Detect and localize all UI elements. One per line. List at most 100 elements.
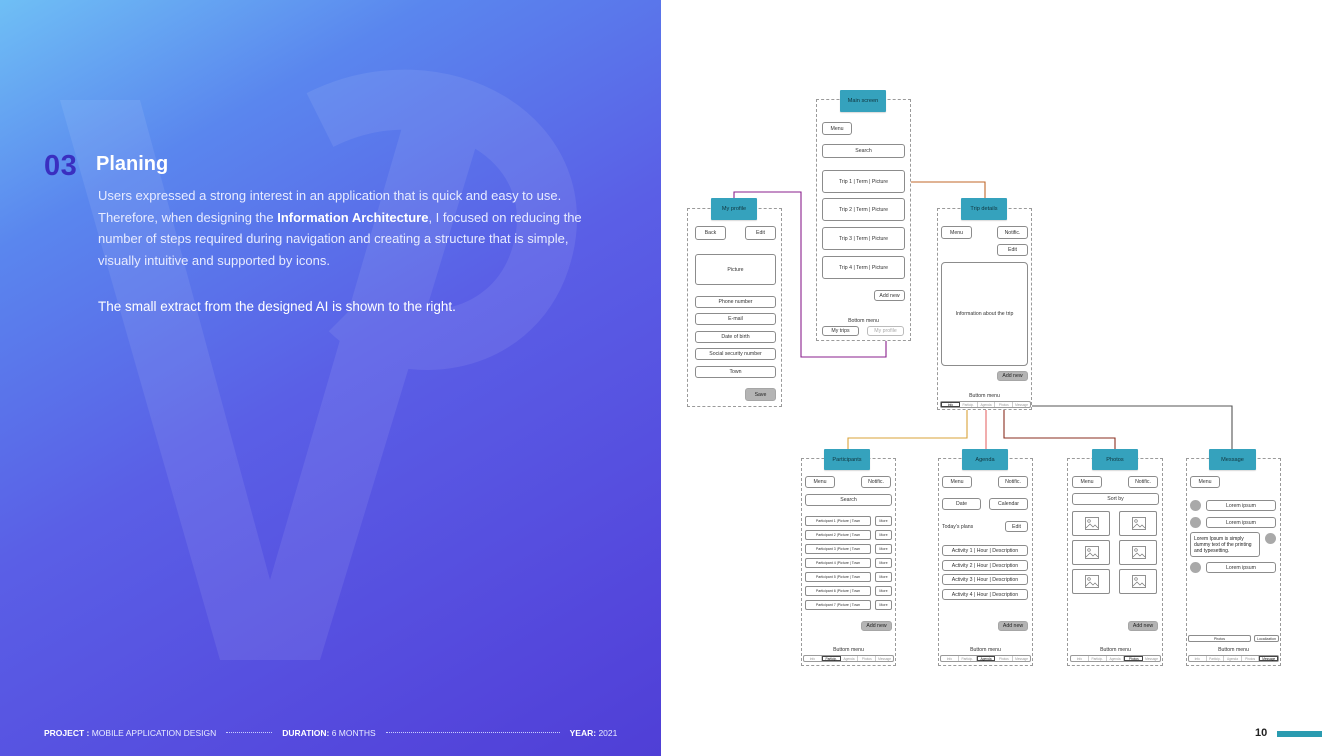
tab-photos[interactable]: Photos [1242, 656, 1260, 661]
email-field[interactable]: E-mail [695, 313, 776, 325]
edit-button[interactable]: Edit [745, 226, 776, 240]
tab-participants[interactable]: Particip. [960, 402, 978, 407]
profile-picture[interactable]: Picture [695, 254, 776, 285]
photo-thumbnail[interactable] [1119, 540, 1157, 565]
participant-row[interactable]: Participant 4 |Picture | Town [805, 558, 871, 568]
activity-row[interactable]: Activity 4 | Hour | Description [942, 589, 1028, 600]
ssn-field[interactable]: Social security number [695, 348, 776, 360]
tab-info[interactable]: Info [941, 656, 959, 661]
photo-thumbnail[interactable] [1119, 511, 1157, 536]
participant-row[interactable]: Participant 5 |Picture | Town [805, 572, 871, 582]
activity-row[interactable]: Activity 1 | Hour | Description [942, 545, 1028, 556]
tab-participants[interactable]: Particip. [821, 656, 841, 661]
bottom-menu-label: Buttom menu [1100, 647, 1131, 653]
tab-photos[interactable]: Photos [1124, 656, 1144, 661]
more-button[interactable]: More [875, 572, 892, 582]
bottom-menu-label: Buttom menu [1218, 647, 1249, 653]
more-button[interactable]: More [875, 516, 892, 526]
edit-button[interactable]: Edit [997, 244, 1028, 256]
tab-info[interactable]: Info [804, 656, 822, 661]
menu-button[interactable]: Menu [942, 476, 972, 488]
calendar-button[interactable]: Calendar [989, 498, 1028, 510]
tab-agenda[interactable]: Agenda [976, 656, 996, 661]
menu-button[interactable]: Menu [805, 476, 835, 488]
trip-item[interactable]: Trip 4 | Term | Picture [822, 256, 905, 279]
birth-date-field[interactable]: Date of birth [695, 331, 776, 343]
participant-row[interactable]: Participant 1 |Picture | Town [805, 516, 871, 526]
trip-item[interactable]: Trip 1 | Term | Picture [822, 170, 905, 193]
more-button[interactable]: More [875, 586, 892, 596]
main-screen-header[interactable]: Main screen [840, 90, 886, 112]
notifications-button[interactable]: Notific. [997, 226, 1028, 239]
tab-agenda[interactable]: Agenda [1224, 656, 1242, 661]
trip-details-header[interactable]: Trip details [961, 198, 1007, 220]
photos-attach-button[interactable]: Photos [1188, 635, 1251, 642]
town-field[interactable]: Town [695, 366, 776, 378]
tab-info[interactable]: Info [1189, 656, 1207, 661]
photo-thumbnail[interactable] [1072, 569, 1110, 594]
message-bubble: Lorem ipsum [1206, 562, 1276, 573]
notifications-button[interactable]: Notific. [1128, 476, 1158, 488]
add-new-button[interactable]: Add new [874, 290, 905, 301]
tab-agenda[interactable]: Agenda [978, 402, 996, 407]
photos-header[interactable]: Photos [1092, 449, 1138, 470]
participants-header[interactable]: Participants [824, 449, 870, 470]
search-input[interactable]: Search [822, 144, 905, 158]
my-profile-tab[interactable]: My profile [867, 326, 904, 336]
tab-info[interactable]: Info [1071, 656, 1089, 661]
tab-participants[interactable]: Particip. [1089, 656, 1107, 661]
my-trips-tab[interactable]: My trips [822, 326, 859, 336]
save-button[interactable]: Save [745, 388, 776, 401]
tab-message[interactable]: Message [1259, 656, 1278, 661]
add-new-button[interactable]: Add new [1128, 621, 1158, 631]
back-button[interactable]: Back [695, 226, 726, 240]
trip-item[interactable]: Trip 2 | Term | Picture [822, 198, 905, 221]
tab-message[interactable]: Message [1015, 402, 1029, 407]
date-button[interactable]: Date [942, 498, 981, 510]
participant-row[interactable]: Participant 3 |Picture | Town [805, 544, 871, 554]
participant-row[interactable]: Participant 2 |Picture | Town [805, 530, 871, 540]
photo-thumbnail[interactable] [1072, 540, 1110, 565]
activity-row[interactable]: Activity 2 | Hour | Description [942, 560, 1028, 571]
more-button[interactable]: More [875, 530, 892, 540]
notifications-button[interactable]: Notific. [998, 476, 1028, 488]
tab-agenda[interactable]: Agenda [841, 656, 859, 661]
tab-agenda[interactable]: Agenda [1107, 656, 1125, 661]
notifications-button[interactable]: Notific. [861, 476, 891, 488]
tab-photos[interactable]: Photos [995, 656, 1014, 661]
my-profile-header[interactable]: My profile [711, 198, 757, 220]
localization-button[interactable]: Localization [1254, 635, 1279, 642]
tab-info[interactable]: Info [941, 402, 960, 407]
menu-button[interactable]: Menu [1190, 476, 1220, 488]
tab-participants[interactable]: Particip. [959, 656, 977, 661]
tab-message[interactable]: Message [1145, 656, 1159, 661]
add-new-button[interactable]: Add new [997, 371, 1028, 381]
connector-to-participants [847, 409, 968, 449]
participant-row[interactable]: Participant 7 |Picture | Town [805, 600, 871, 610]
activity-row[interactable]: Activity 3 | Hour | Description [942, 574, 1028, 585]
menu-button[interactable]: Menu [1072, 476, 1102, 488]
tab-message[interactable]: Message [1015, 656, 1029, 661]
add-new-button[interactable]: Add new [998, 621, 1028, 631]
phone-field[interactable]: Phone number [695, 296, 776, 308]
tab-message[interactable]: Message [878, 656, 892, 661]
agenda-header[interactable]: Agenda [962, 449, 1008, 470]
search-input[interactable]: Search [805, 494, 892, 506]
trip-info-area: Information about the trip [941, 262, 1028, 366]
tab-participants[interactable]: Particip. [1207, 656, 1225, 661]
participant-row[interactable]: Participant 6 |Picture | Town [805, 586, 871, 596]
tab-photos[interactable]: Photos [858, 656, 877, 661]
trip-item[interactable]: Trip 3 | Term | Picture [822, 227, 905, 250]
tab-photos[interactable]: Photos [995, 402, 1014, 407]
menu-button[interactable]: Menu [822, 122, 852, 135]
message-header[interactable]: Message [1209, 449, 1256, 470]
photo-thumbnail[interactable] [1072, 511, 1110, 536]
sort-by-dropdown[interactable]: Sort by [1072, 493, 1159, 505]
photo-thumbnail[interactable] [1119, 569, 1157, 594]
menu-button[interactable]: Menu [941, 226, 972, 239]
more-button[interactable]: More [875, 600, 892, 610]
add-new-button[interactable]: Add new [861, 621, 892, 631]
edit-button[interactable]: Edit [1005, 521, 1028, 532]
more-button[interactable]: More [875, 558, 892, 568]
more-button[interactable]: More [875, 544, 892, 554]
